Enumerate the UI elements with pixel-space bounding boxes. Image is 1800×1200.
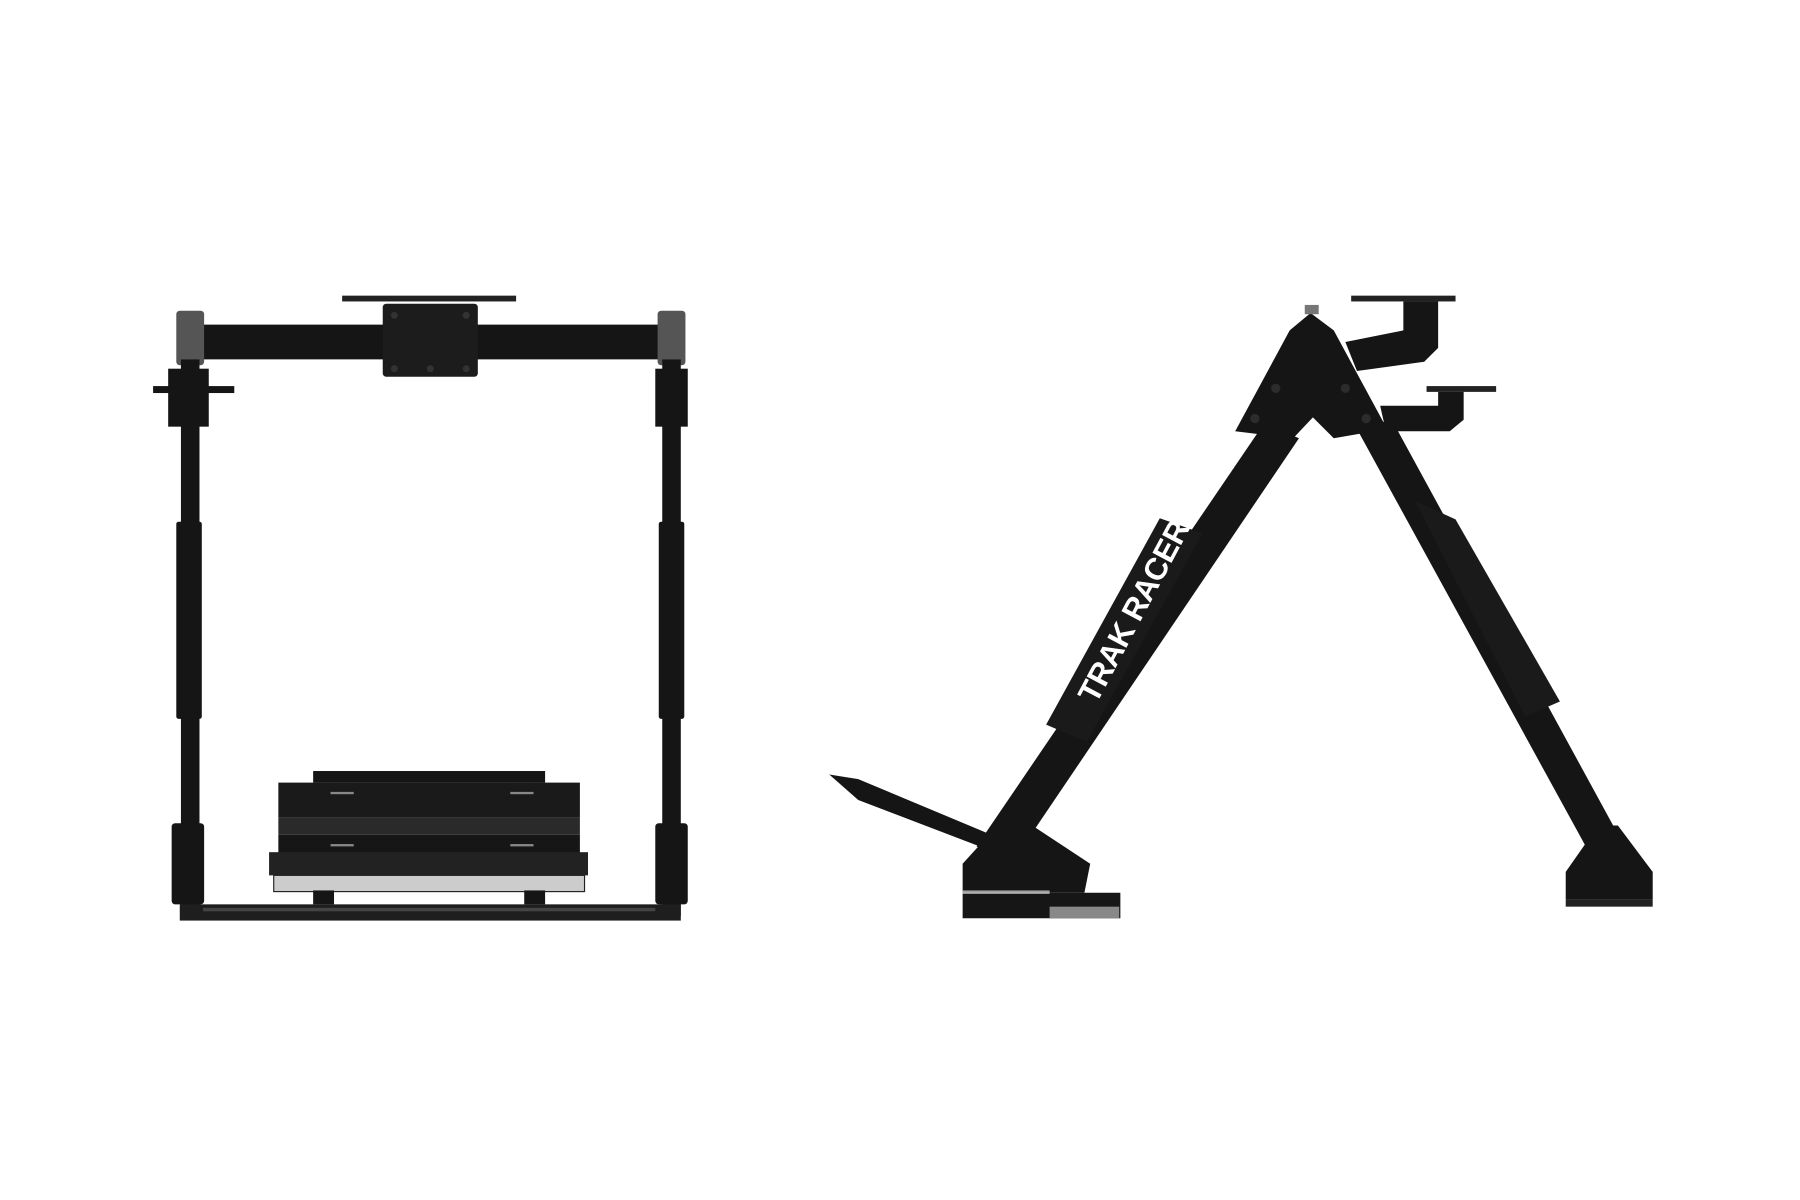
front-foot — [829, 774, 1121, 919]
side-view: TRAK RACER — [829, 295, 1653, 919]
left-leg-sleeve — [1046, 518, 1203, 743]
crossbar-clamp — [382, 303, 478, 377]
base-frame — [179, 904, 681, 921]
right-end-cap — [657, 310, 686, 366]
apex-plate — [1235, 313, 1388, 439]
lower-mount — [1380, 386, 1497, 432]
right-leg-sleeve — [1414, 500, 1560, 717]
front-view — [153, 295, 688, 921]
pedal-plate — [269, 771, 589, 905]
rear-foot — [1565, 825, 1653, 907]
top-wheel-mount — [1345, 295, 1456, 372]
wheel-mount-plate — [342, 295, 517, 302]
left-end-cap — [176, 310, 205, 366]
